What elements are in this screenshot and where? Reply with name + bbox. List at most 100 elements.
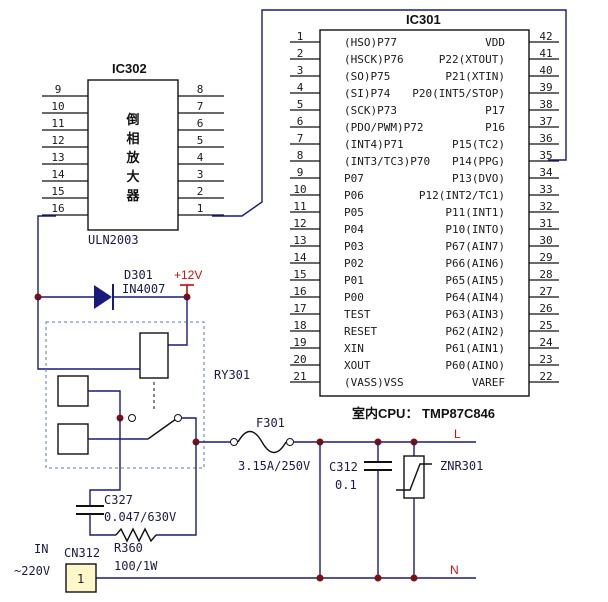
relay-contact <box>174 414 182 422</box>
relay-coil <box>139 332 169 379</box>
r360-value: 100/1W <box>114 559 158 573</box>
ic302-body-char: 器 <box>125 188 140 203</box>
wire-r360-right <box>156 442 197 536</box>
ic301-body <box>319 29 530 397</box>
ic301-pin-number: 17 <box>293 302 306 315</box>
ic302-pin-number: 13 <box>51 151 64 164</box>
ic301-pin-label: VDD <box>485 36 505 49</box>
wire-switch-out <box>182 417 197 442</box>
ic301-pin-label: P17 <box>485 104 505 117</box>
relay-switch-blade <box>147 418 177 440</box>
ic302-name: IC302 <box>112 61 147 76</box>
ic301-chip: IC301 室内CPU： TMP87C846 1(HSO)P772(HSCK)P… <box>290 12 559 421</box>
ic301-pin-number: 4 <box>297 81 304 94</box>
ic301-pin-label: P22(XTOUT) <box>439 53 505 66</box>
ic301-pin-number: 24 <box>539 336 553 349</box>
ic302-pin-number: 9 <box>55 83 62 96</box>
c327-ref: C327 <box>104 493 133 507</box>
ic301-pin-number: 31 <box>539 217 552 230</box>
c312-value: 0.1 <box>335 478 357 492</box>
ic301-pin-number: 22 <box>539 370 552 383</box>
ic302-pin-number: 7 <box>197 100 204 113</box>
ic301-pin-label: P01 <box>344 274 364 287</box>
ic301-pin-label: P10(INTO) <box>445 223 505 236</box>
ic301-pin-label: P60(AINO) <box>445 359 505 372</box>
ic301-pin-number: 38 <box>539 98 552 111</box>
in-voltage: ~220V <box>14 564 50 578</box>
ic302-pin-number: 15 <box>51 185 64 198</box>
ic301-pin-label: P12(INT2/TC1) <box>419 189 505 202</box>
relay-terminal-lower <box>57 423 89 455</box>
ic301-pin-label: XIN <box>344 342 364 355</box>
ic301-pin-number: 27 <box>539 285 552 298</box>
relay-terminal-upper <box>57 375 89 407</box>
ic301-pin-number: 21 <box>293 370 306 383</box>
ic302-pin-number: 14 <box>51 168 65 181</box>
supply-label: +12V <box>174 268 202 282</box>
ic301-pin-number: 8 <box>297 149 304 162</box>
ic301-pin-label: P66(AIN6) <box>445 257 505 270</box>
ic301-pin-number: 1 <box>297 30 304 43</box>
ic302-pin-number: 11 <box>51 117 64 130</box>
wire-terminal-upper <box>88 390 121 418</box>
ic302-pin-number: 8 <box>197 83 204 96</box>
f301-value: 3.15A/250V <box>238 459 310 473</box>
ic301-pin-number: 32 <box>539 200 552 213</box>
r360-resistor <box>115 527 157 543</box>
ic301-pin-number: 7 <box>297 132 304 145</box>
znr301-ref: ZNR301 <box>440 459 483 473</box>
ic301-pin-label: P61(AIN1) <box>445 342 505 355</box>
ic302-body-char: 大 <box>126 169 139 184</box>
ic301-pin-label: P63(AIN3) <box>445 308 505 321</box>
ic301-pin-label: P13(DVO) <box>452 172 505 185</box>
f301-fuse <box>237 430 287 454</box>
ic301-pin-label: XOUT <box>344 359 371 372</box>
ic301-caption: 室内CPU： TMP87C846 <box>352 406 495 421</box>
ic301-pin-number: 34 <box>539 166 553 179</box>
ic301-pin-label: P07 <box>344 172 364 185</box>
ic302-body-char: 相 <box>126 131 139 146</box>
ic302-body-char: 倒 <box>125 112 139 127</box>
ic301-pin-number: 33 <box>539 183 552 196</box>
junction-dot <box>316 574 324 582</box>
ic301-pin-label: P21(XTIN) <box>445 70 505 83</box>
ic301-pin-number: 42 <box>539 30 552 43</box>
r360-ref: R360 <box>114 541 143 555</box>
ic301-pin-number: 20 <box>293 353 306 366</box>
c312-ref: C312 <box>329 460 358 474</box>
ic302-pin-number: 6 <box>197 117 204 130</box>
ic301-pin-number: 26 <box>539 302 552 315</box>
f301-ref: F301 <box>256 416 285 430</box>
ic301-pin-label: P05 <box>344 206 364 219</box>
ic302-part: ULN2003 <box>88 233 139 247</box>
ic302-pin-number: 2 <box>197 185 204 198</box>
ic301-pin-number: 23 <box>539 353 552 366</box>
ic301-pin-label: P62(AIN2) <box>445 325 505 338</box>
ic301-pin-label: P64(AIN4) <box>445 291 505 304</box>
ic301-pin-label: (PDO/PWM)P72 <box>344 121 423 134</box>
ic301-pin-label: VAREF <box>472 376 505 389</box>
d301-part: IN4007 <box>122 282 165 296</box>
ic301-pin-label: (VASS)VSS <box>344 376 404 389</box>
ic302-pin-number: 16 <box>51 202 64 215</box>
ic301-pin-label: (SI)P74 <box>344 87 391 100</box>
ic301-pin-number: 19 <box>293 336 306 349</box>
wire-coil-right <box>168 297 188 346</box>
ic302-body <box>87 79 179 231</box>
ic301-pin-number: 18 <box>293 319 306 332</box>
wire-c327-bottom <box>89 514 116 536</box>
ic302-body-char: 放 <box>125 150 140 165</box>
fuse-terminal <box>230 438 238 446</box>
ic301-pin-label: P06 <box>344 189 364 202</box>
ic301-pin-number: 5 <box>297 98 304 111</box>
ic302-pin-number: 10 <box>51 100 64 113</box>
znr301-stroke <box>396 463 432 491</box>
ic301-pin-label: P11(INT1) <box>445 206 505 219</box>
ic301-pin-number: 29 <box>539 251 552 264</box>
junction-dot <box>410 574 418 582</box>
